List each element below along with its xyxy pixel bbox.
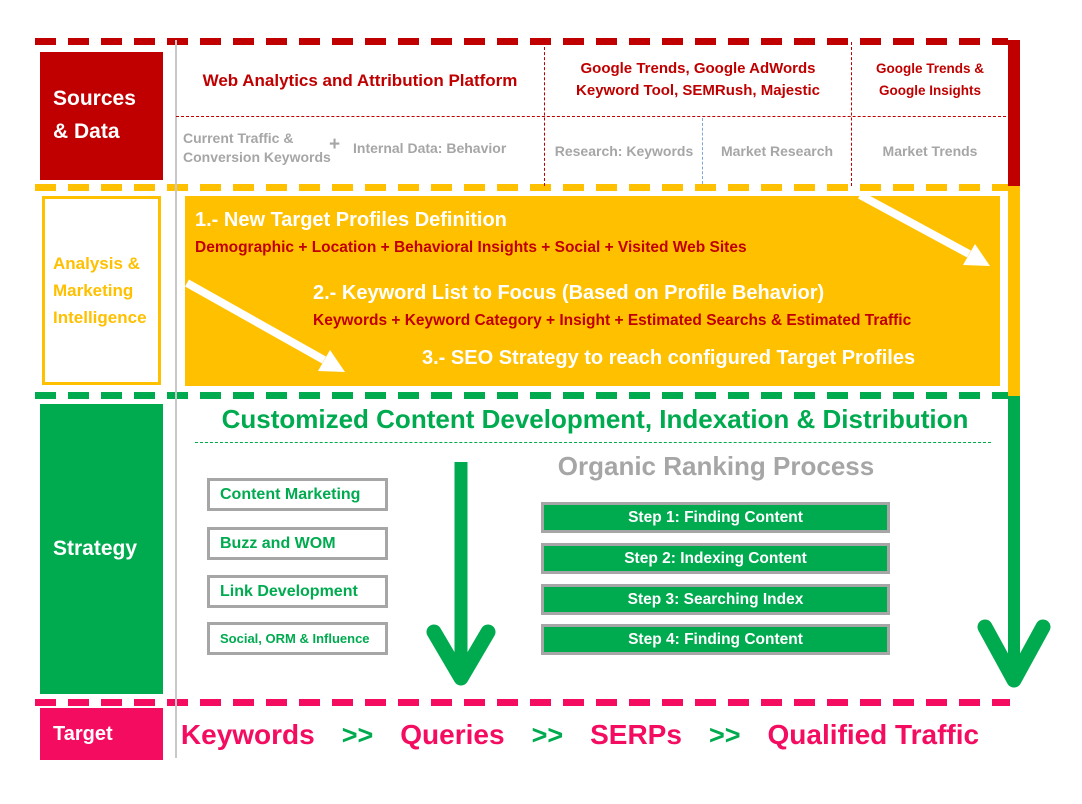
cell-research-keywords: Research: Keywords bbox=[554, 143, 694, 159]
sources-row-divider bbox=[176, 116, 1006, 117]
header-google-trends-line1: Google Trends & bbox=[875, 61, 984, 77]
analysis-label-line3: Intelligence bbox=[53, 308, 147, 328]
analysis-intelligence-label-box: Analysis & Marketing Intelligence bbox=[42, 196, 161, 385]
analysis-panel: 1.- New Target Profiles Definition Demog… bbox=[185, 196, 1000, 386]
target-section-divider bbox=[35, 699, 1010, 706]
cell-current-traffic-line2: Conversion Keywords bbox=[183, 148, 331, 165]
header-google-trends-line2: Google Insights bbox=[878, 83, 981, 98]
strategy-title-underline bbox=[195, 442, 991, 443]
target-label-box: Target bbox=[40, 708, 163, 760]
sources-label-line2: & Data bbox=[53, 120, 120, 143]
target-label: Target bbox=[53, 722, 113, 745]
header-google-tools-line1: Google Trends, Google AdWords bbox=[580, 59, 816, 77]
sources-cell-divider-blue bbox=[702, 118, 703, 184]
analysis-section-divider bbox=[35, 184, 1008, 191]
process-step-4: Step 4: Finding Content bbox=[541, 624, 890, 655]
header-google-trends-insights: Google Trends & Google Insights bbox=[854, 48, 1006, 112]
tactic-box-link-development: Link Development bbox=[207, 575, 388, 608]
cell-current-traffic-line1: Current Traffic & bbox=[183, 130, 294, 146]
header-web-analytics: Web Analytics and Attribution Platform bbox=[202, 71, 518, 90]
rail-separator-line bbox=[175, 40, 177, 758]
tactic-box-content-marketing: Content Marketing bbox=[207, 478, 388, 511]
tactic-box-buzz-wom: Buzz and WOM bbox=[207, 527, 388, 560]
flow-item-serps: SERPs bbox=[590, 719, 682, 750]
analysis-label-line2: Marketing bbox=[53, 280, 134, 300]
flow-item-queries: Queries bbox=[400, 719, 505, 750]
analysis-step2-detail: Keywords + Keyword Category + Insight + … bbox=[313, 312, 912, 329]
flow-separator-icon: >> bbox=[341, 719, 374, 750]
analysis-step3-title: 3.- SEO Strategy to reach configured Tar… bbox=[422, 347, 916, 369]
flow-item-keywords: Keywords bbox=[180, 719, 315, 750]
cell-internal-data: Internal Data: Behavior bbox=[353, 140, 507, 156]
cell-market-trends: Market Trends bbox=[882, 143, 978, 159]
analysis-step2-title: 2.- Keyword List to Focus (Based on Prof… bbox=[313, 282, 825, 304]
flow-item-qualified-traffic: Qualified Traffic bbox=[767, 719, 980, 750]
analysis-step1-title: 1.- New Target Profiles Definition bbox=[195, 209, 507, 231]
organic-ranking-title: Organic Ranking Process bbox=[557, 451, 875, 481]
cell-market-research: Market Research bbox=[720, 143, 834, 159]
sources-label-line1: Sources bbox=[53, 87, 136, 111]
tactic-box-social-orm: Social, ORM & Influence bbox=[207, 622, 388, 655]
header-google-tools: Google Trends, Google AdWords Keyword To… bbox=[547, 48, 849, 112]
target-flow-row: Keywords >> Queries >> SERPs >> Qualifie… bbox=[181, 708, 979, 762]
cell-current-traffic: Current Traffic & Conversion Keywords bbox=[183, 129, 331, 167]
strategy-label-box: Strategy bbox=[40, 404, 163, 694]
strategy-down-arrow-icon bbox=[426, 462, 496, 686]
process-step-2: Step 2: Indexing Content bbox=[541, 543, 890, 574]
strategy-label: Strategy bbox=[53, 537, 138, 560]
process-step-3: Step 3: Searching Index bbox=[541, 584, 890, 615]
analysis-label-line1: Analysis & bbox=[53, 253, 140, 273]
process-step-1: Step 1: Finding Content bbox=[541, 502, 890, 533]
sources-cell-divider-1 bbox=[544, 42, 545, 186]
analysis-step1-detail: Demographic + Location + Behavioral Insi… bbox=[195, 239, 747, 256]
sources-data-label-box: Sources & Data bbox=[40, 52, 163, 180]
flow-separator-icon: >> bbox=[531, 719, 564, 750]
strategy-section-title: Customized Content Development, Indexati… bbox=[221, 404, 969, 434]
sources-section-divider bbox=[35, 38, 1008, 45]
strategy-section-divider bbox=[35, 392, 1008, 399]
sources-cell-divider-2 bbox=[851, 42, 852, 186]
header-google-tools-line2: Keyword Tool, SEMRush, Majestic bbox=[576, 82, 820, 99]
flow-separator-icon: >> bbox=[708, 719, 741, 750]
plus-symbol: + bbox=[329, 134, 341, 155]
